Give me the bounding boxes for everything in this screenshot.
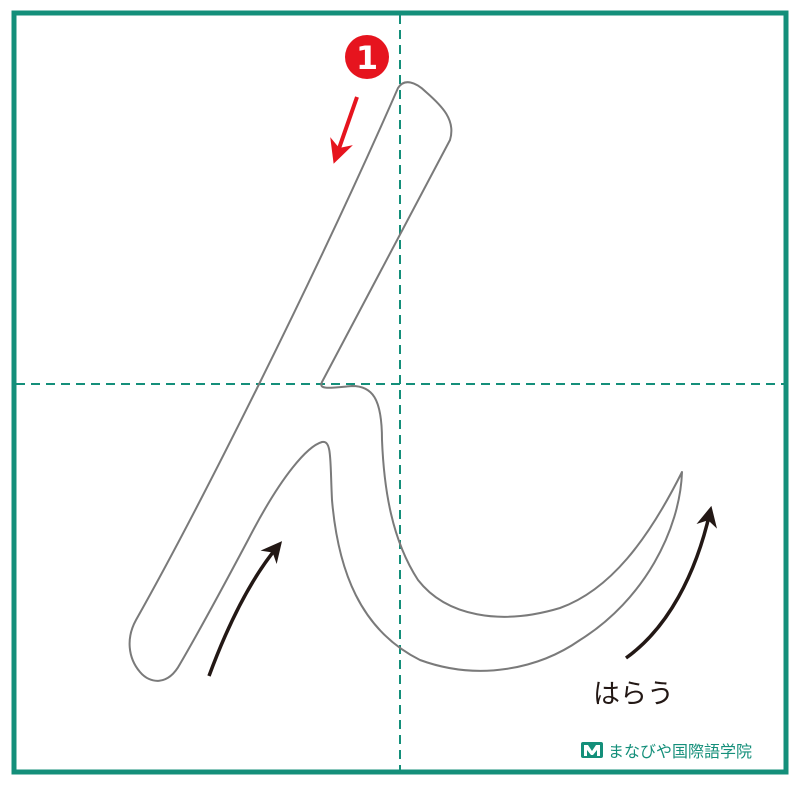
sweep-label: はらう bbox=[593, 679, 674, 710]
stroke-start-arrow bbox=[330, 96, 359, 164]
brand-name: まなびや国際語学院 bbox=[608, 742, 752, 761]
brand-logo: まなびや国際語学院 bbox=[581, 742, 752, 761]
rising-direction-arrow bbox=[207, 541, 283, 677]
character-outline bbox=[128, 81, 683, 682]
stroke-order-badge: 1 bbox=[345, 35, 389, 79]
sweep-direction-arrow bbox=[624, 505, 718, 660]
stroke-order-number: 1 bbox=[356, 39, 378, 77]
open-book-m-icon bbox=[581, 742, 603, 758]
